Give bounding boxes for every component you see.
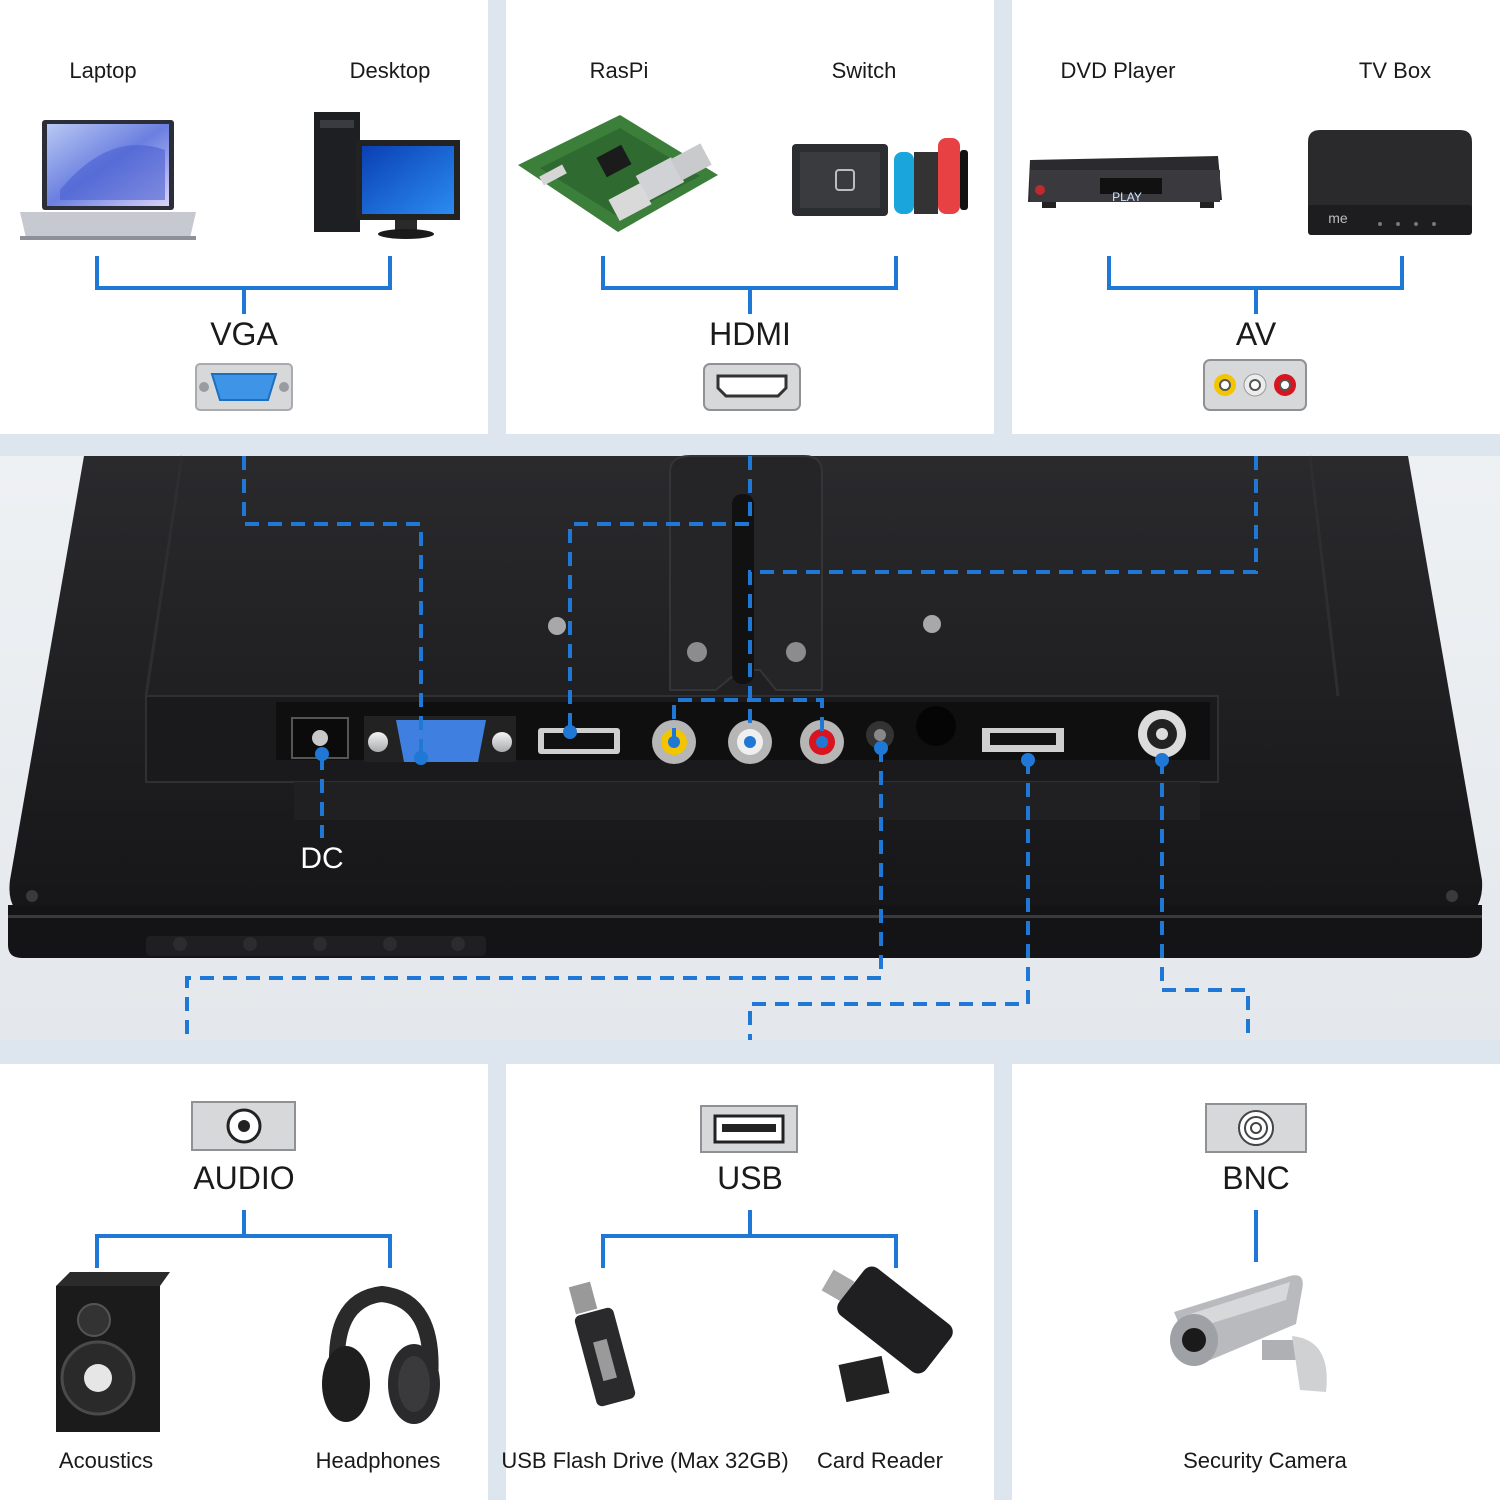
- bracket-lines-top: [95, 256, 1404, 314]
- dashed-connectors: [185, 456, 1258, 1040]
- device-label-tv-box: TV Box: [1358, 58, 1432, 83]
- device-label-usb-flash-drive: USB Flash Drive (Max 32GB): [501, 1448, 789, 1473]
- port-label-vga: VGA: [210, 316, 278, 352]
- usb-port-icon: [700, 1105, 798, 1153]
- audio-port-icon: [191, 1101, 296, 1151]
- device-label-acoustics: Acoustics: [58, 1448, 154, 1473]
- port-label-dc: DC: [300, 842, 344, 875]
- port-label-usb: USB: [717, 1160, 783, 1196]
- device-label-laptop: Laptop: [69, 58, 137, 83]
- laptop-icon: [20, 120, 196, 240]
- port-label-av: AV: [1235, 316, 1277, 352]
- security-camera-icon: [1170, 1275, 1327, 1392]
- card-reader-icon: [821, 1266, 953, 1403]
- port-label-hdmi: HDMI: [709, 316, 791, 352]
- panel-hdmi: [506, 0, 994, 434]
- dvd-display-text: PLAY: [1112, 190, 1142, 204]
- device-label-headphones: Headphones: [315, 1448, 441, 1473]
- av-port-icon: [1203, 359, 1307, 411]
- desktop-icon: [314, 112, 460, 239]
- bracket-lines-bottom: [95, 1210, 1258, 1268]
- device-label-card-reader: Card Reader: [817, 1448, 943, 1473]
- usb-flash-drive-icon: [568, 1281, 636, 1407]
- dvd-player-icon: [1028, 156, 1222, 208]
- monitor-rear: [8, 455, 1483, 958]
- device-label-security-camera: Security Camera: [1183, 1448, 1347, 1473]
- device-label-dvd-player: DVD Player: [1060, 58, 1176, 83]
- device-label-desktop: Desktop: [349, 58, 431, 83]
- device-label-switch: Switch: [831, 58, 897, 83]
- nintendo-switch-icon: [792, 138, 968, 216]
- port-label-audio: AUDIO: [193, 1160, 295, 1196]
- tv-box-icon: [1308, 130, 1472, 235]
- connector-dots: [315, 725, 1169, 767]
- speaker-icon: [56, 1272, 170, 1432]
- vga-port-icon: [195, 363, 293, 411]
- raspberry-pi-icon: [518, 115, 718, 232]
- device-label-raspi: RasPi: [589, 58, 649, 83]
- bnc-port-icon: [1205, 1103, 1307, 1153]
- headphones-icon: [322, 1285, 440, 1424]
- tvbox-logo: me: [1328, 210, 1348, 226]
- hdmi-port-icon: [703, 363, 801, 411]
- port-label-bnc: BNC: [1222, 1160, 1290, 1196]
